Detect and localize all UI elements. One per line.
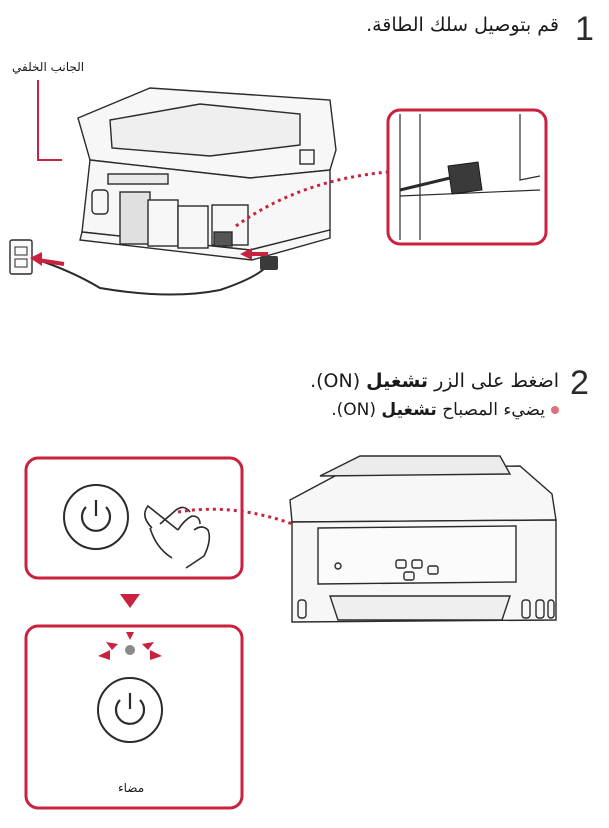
- step-2-note-bold: تشغيل: [381, 400, 437, 420]
- bullet-icon: [551, 406, 559, 414]
- lamp-lit-icon: [98, 632, 162, 660]
- rear-label-callout-line: [37, 80, 62, 161]
- step-1-instruction: قم بتوصيل سلك الطاقة.: [366, 14, 559, 36]
- press-button-panel: [24, 456, 244, 580]
- power-button-icon: [63, 484, 129, 550]
- step-2-instruction-suffix: (ON).: [310, 370, 367, 392]
- step-1-number: 1: [575, 10, 594, 48]
- step-2-instruction-bold: تشغيل: [366, 370, 429, 392]
- printer-rear-illustration: [77, 87, 337, 261]
- lit-label: مضاء: [118, 781, 145, 795]
- power-cord-plug-illustration: [386, 108, 548, 246]
- step-2-note: يضيء المصباح تشغيل (ON).: [331, 400, 559, 420]
- pointing-hand-icon: [144, 504, 211, 569]
- plug-arrow-wall: [37, 258, 65, 266]
- power-button-lit-icon: [97, 677, 163, 743]
- printer-front-illustration: [289, 455, 557, 623]
- button-leader-dots: [177, 507, 331, 542]
- rear-side-label: الجانب الخلفي: [12, 60, 85, 74]
- zoom-leader-dots: [235, 170, 389, 228]
- step-2-note-prefix: يضيء المصباح: [436, 400, 545, 420]
- step-2-number: 2: [570, 364, 589, 402]
- step-2-note-suffix: (ON).: [331, 400, 382, 420]
- step-2-instruction-prefix: اضغط على الزر: [428, 370, 559, 392]
- step-2-instruction: اضغط على الزر تشغيل (ON).: [310, 370, 559, 392]
- arrow-down-icon: [120, 594, 140, 608]
